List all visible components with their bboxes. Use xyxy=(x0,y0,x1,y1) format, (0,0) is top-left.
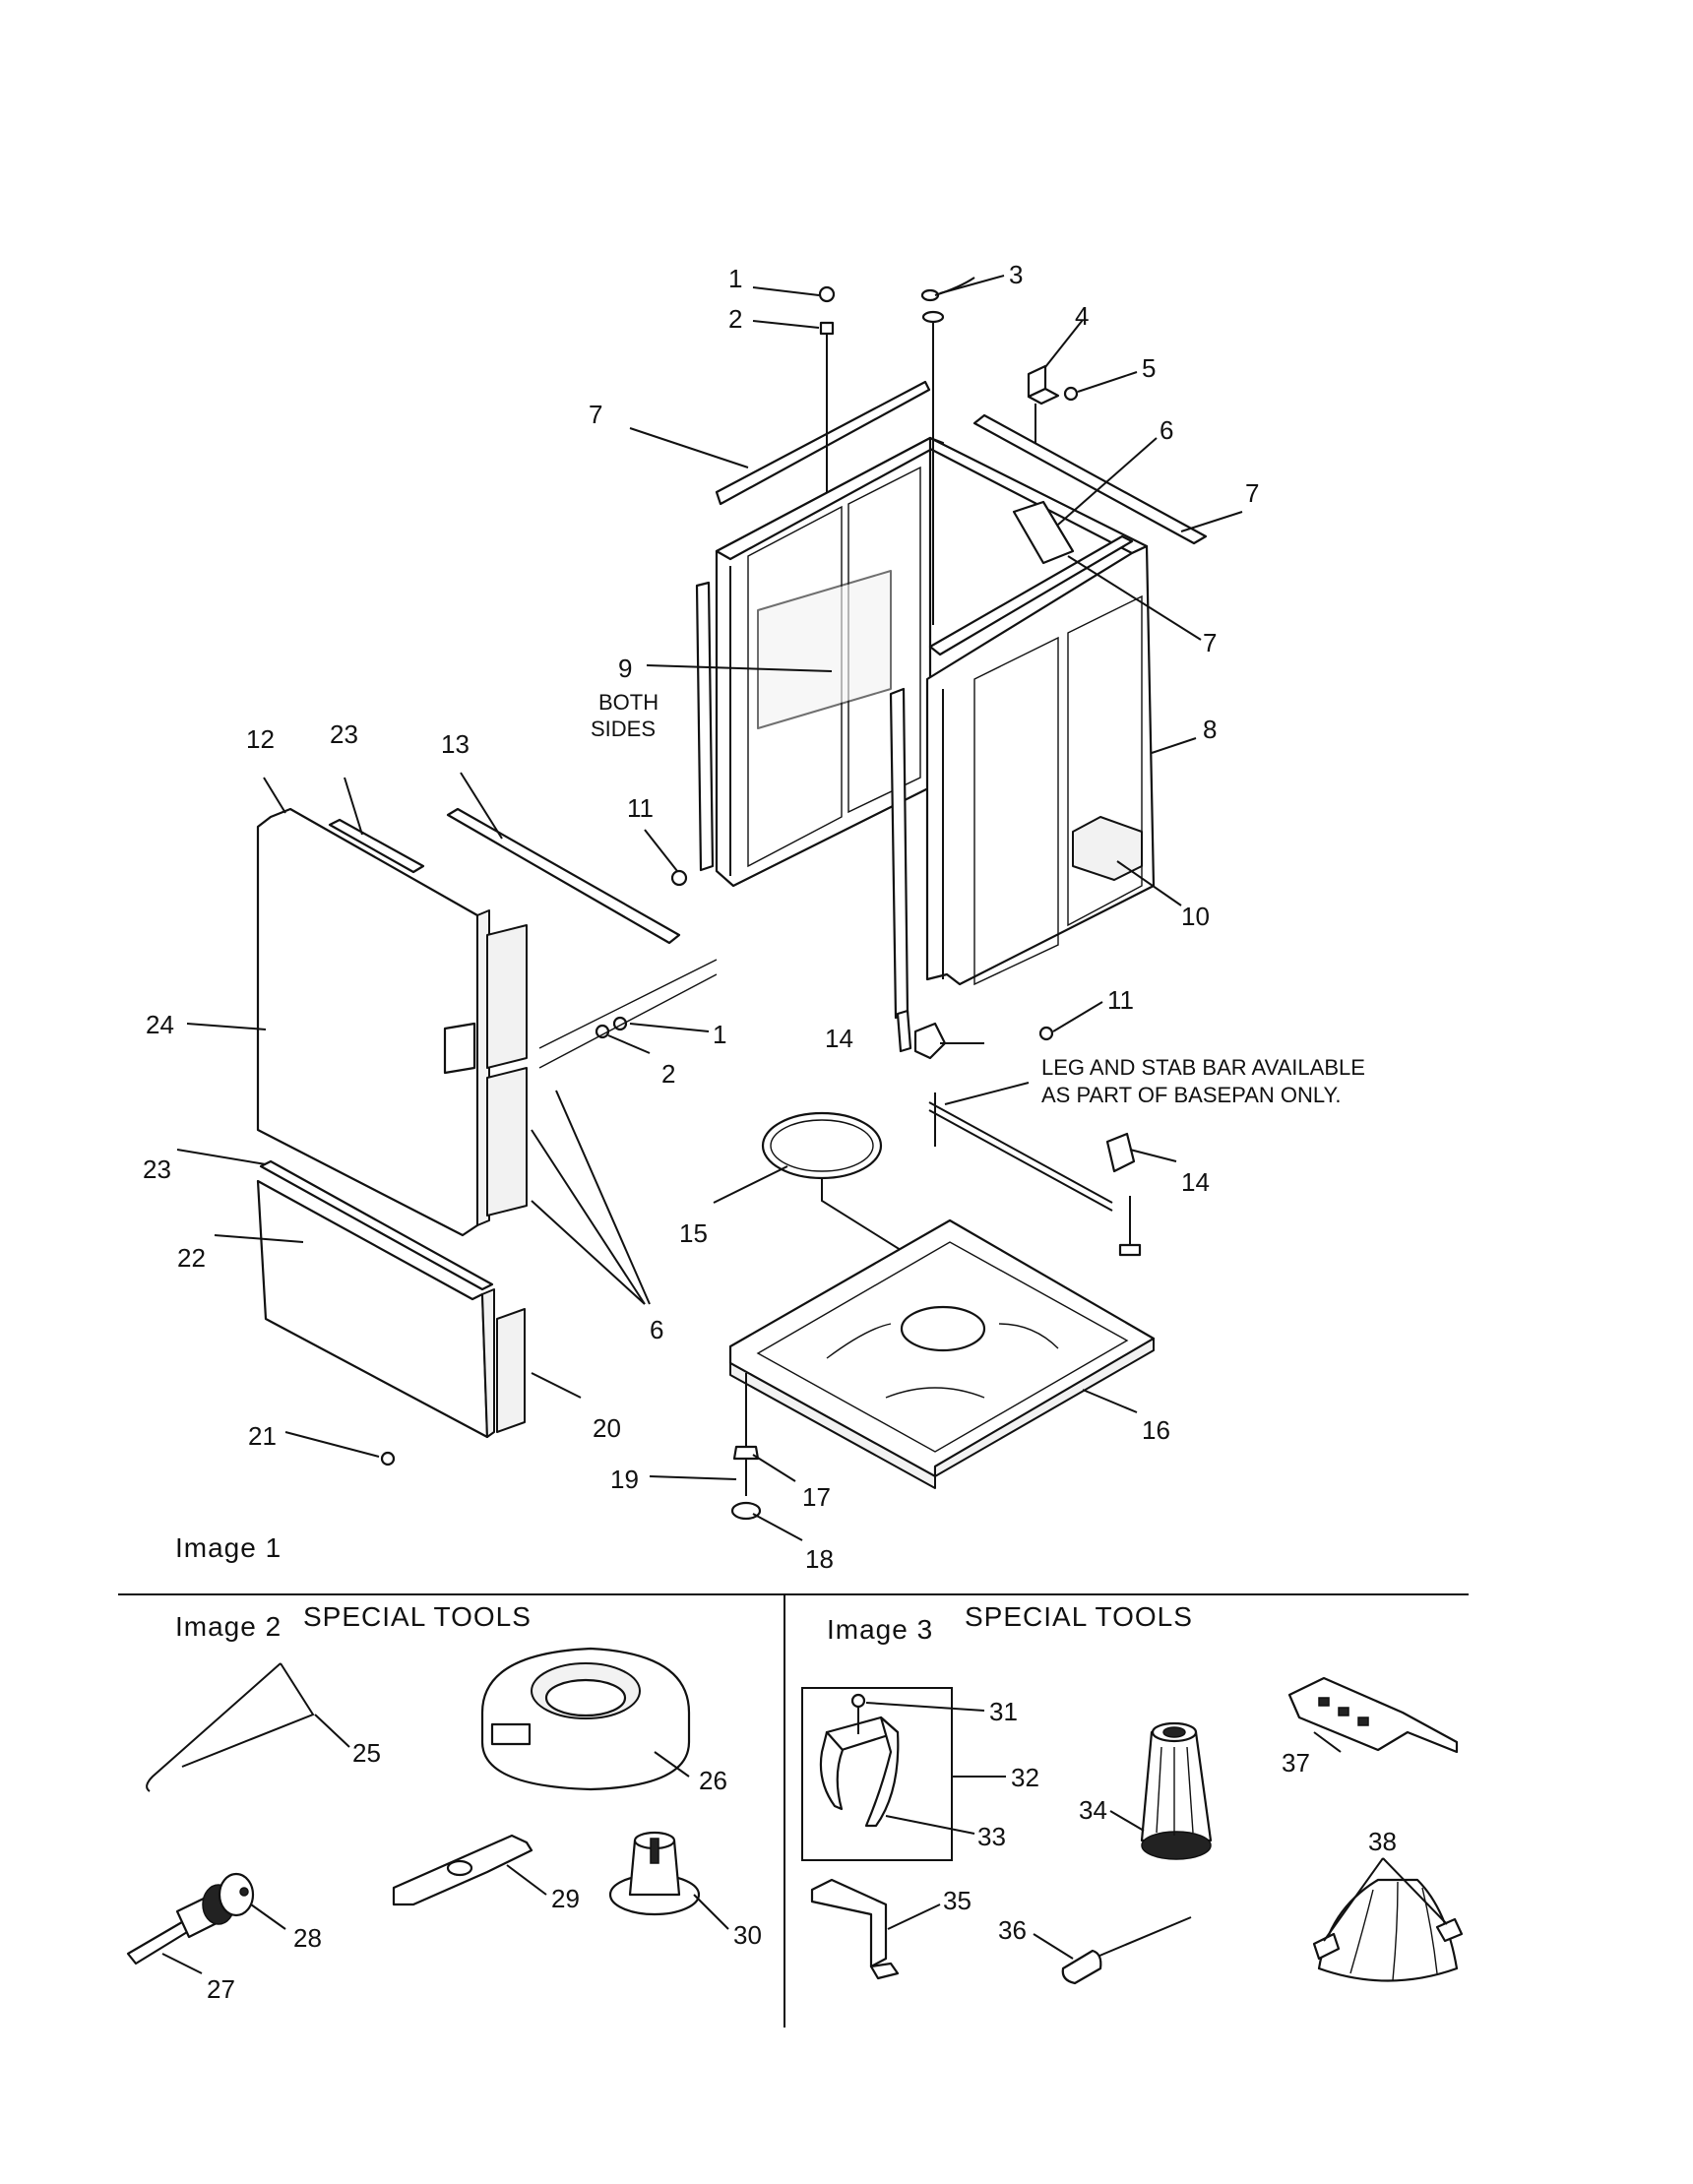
callout-3: 3 xyxy=(1009,260,1023,289)
tool-30-spline-tool xyxy=(608,1831,701,1916)
callout-36: 36 xyxy=(998,1915,1027,1945)
leg-stab-bar-note-line1: LEG AND STAB BAR AVAILABLE xyxy=(1041,1055,1365,1080)
tool-32-kit-box xyxy=(801,1687,953,1861)
callout-7: 7 xyxy=(1245,478,1259,508)
tool-38-agitator-cap xyxy=(1312,1878,1464,1982)
callout-10: 10 xyxy=(1181,902,1210,931)
callout-33: 33 xyxy=(977,1822,1006,1851)
callout-7: 7 xyxy=(1203,628,1217,657)
callout-21: 21 xyxy=(248,1421,277,1451)
callout-11: 11 xyxy=(1107,985,1134,1015)
tool-29-plate xyxy=(392,1834,533,1906)
callout-34: 34 xyxy=(1079,1795,1107,1825)
leg-stab-bar-note-line2: AS PART OF BASEPAN ONLY. xyxy=(1041,1083,1341,1107)
callout-26: 26 xyxy=(699,1766,727,1795)
callout-29: 29 xyxy=(551,1884,580,1913)
special-tools-title-right: SPECIAL TOOLS xyxy=(965,1601,1193,1632)
tool-36-probe xyxy=(1061,1916,1192,1985)
callout-2: 2 xyxy=(728,304,742,334)
tool-34-spline-cylinder xyxy=(1140,1721,1213,1860)
callout-12: 12 xyxy=(246,724,275,754)
tool-27-28-shaft-tool xyxy=(126,1872,255,1966)
callout-6: 6 xyxy=(650,1315,663,1344)
callout-35: 35 xyxy=(943,1886,972,1915)
tool-33-clamp xyxy=(819,1693,900,1828)
callout-32: 32 xyxy=(1011,1763,1039,1792)
front-panel-assembly xyxy=(256,807,718,1466)
callout-22: 22 xyxy=(177,1243,206,1273)
callout-4: 4 xyxy=(1075,301,1089,331)
callout-18: 18 xyxy=(805,1544,834,1574)
callout-14: 14 xyxy=(1181,1167,1210,1197)
callout-2: 2 xyxy=(661,1059,675,1089)
callout-25: 25 xyxy=(352,1738,381,1768)
callout-16: 16 xyxy=(1142,1415,1170,1445)
callout-28: 28 xyxy=(293,1923,322,1953)
callout-1: 1 xyxy=(713,1020,726,1049)
section-dividers xyxy=(118,1593,1469,2028)
callout-8: 8 xyxy=(1203,715,1217,744)
basepan-assembly xyxy=(728,1009,1156,1521)
cabinet-assembly xyxy=(695,277,1208,1020)
callout-23: 23 xyxy=(143,1154,171,1184)
special-tools-image-2: Image 2 SPECIAL TOOLS 25 26 28 27 xyxy=(126,1601,762,2004)
callout-30: 30 xyxy=(733,1920,762,1950)
callout-5: 5 xyxy=(1142,353,1156,383)
callout-1: 1 xyxy=(728,264,742,293)
tool-25-wire-hook xyxy=(146,1662,315,1792)
callout-19: 19 xyxy=(610,1465,639,1494)
callout-14: 14 xyxy=(825,1024,853,1053)
callout-9: 9 xyxy=(618,654,632,683)
tool-37-switch-housing xyxy=(1287,1676,1459,1754)
both-sides-note-line1: BOTH xyxy=(598,690,658,715)
callout-numbers-image-1: 1 2 3 4 5 6 7 7 7 8 9 BOTH SIDES 10 11 1… xyxy=(143,260,1365,1574)
callout-leaders xyxy=(176,275,1243,1541)
callout-7: 7 xyxy=(589,400,602,429)
both-sides-note-line2: SIDES xyxy=(591,717,656,741)
callout-17: 17 xyxy=(802,1482,831,1512)
callout-6: 6 xyxy=(1160,415,1173,445)
callout-37: 37 xyxy=(1282,1748,1310,1778)
tool-26-ring-block xyxy=(480,1647,691,1791)
special-tools-image-3: Image 3 SPECIAL TOOLS 31 32 33 34 xyxy=(801,1601,1464,1985)
callout-24: 24 xyxy=(146,1010,174,1039)
callout-31: 31 xyxy=(989,1697,1018,1726)
callout-15: 15 xyxy=(679,1218,708,1248)
image-2-label: Image 2 xyxy=(175,1611,282,1642)
image-1-label: Image 1 xyxy=(175,1532,282,1563)
image-3-label: Image 3 xyxy=(827,1614,933,1645)
special-tools-title-left: SPECIAL TOOLS xyxy=(303,1601,532,1632)
callout-11: 11 xyxy=(627,793,654,823)
tool-35-bracket xyxy=(810,1878,900,1980)
callout-20: 20 xyxy=(593,1413,621,1443)
callout-38: 38 xyxy=(1368,1827,1397,1856)
callout-23: 23 xyxy=(330,719,358,749)
callout-13: 13 xyxy=(441,729,470,759)
callout-27: 27 xyxy=(207,1974,235,2004)
